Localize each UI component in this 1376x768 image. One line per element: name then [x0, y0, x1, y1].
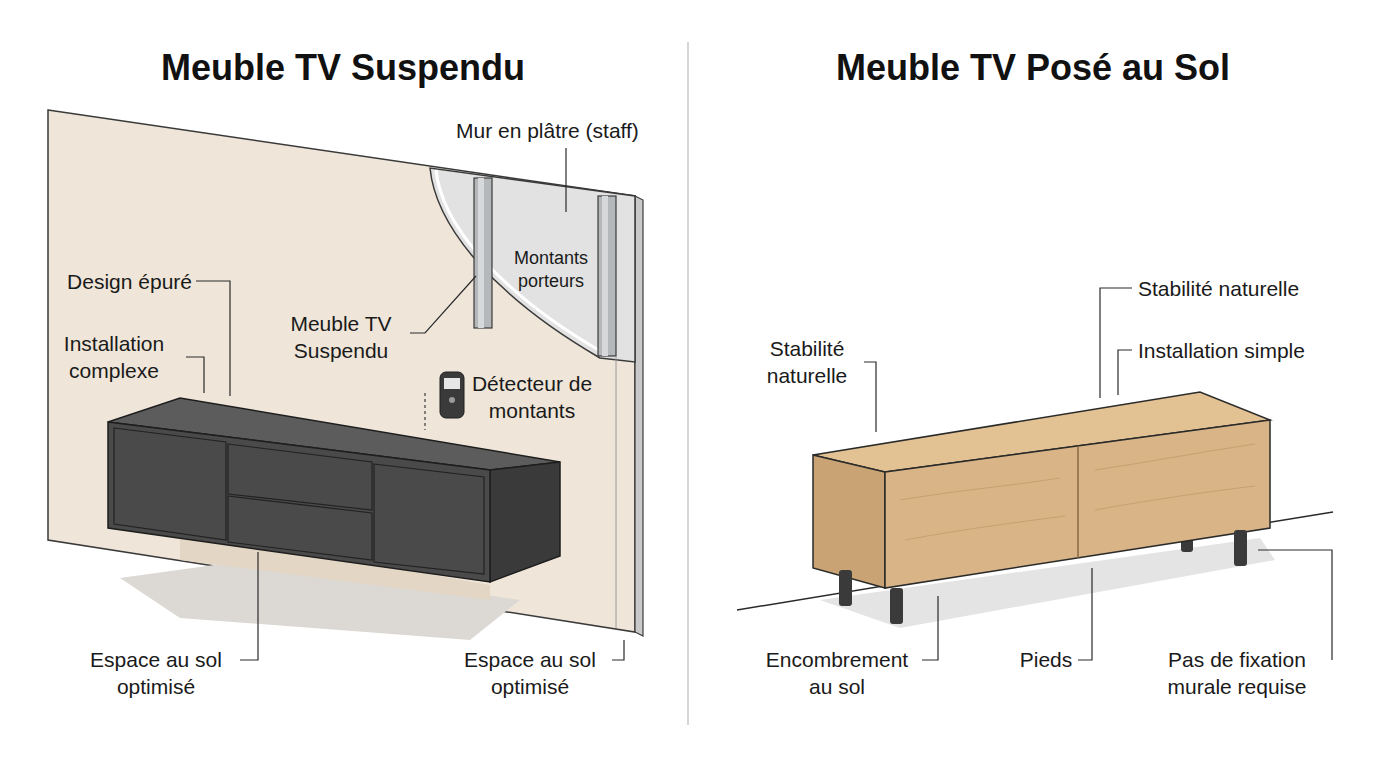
callout-label: Design épuré: [30, 268, 192, 295]
leader-line: [612, 640, 624, 660]
wall-stud: [598, 196, 616, 356]
callout-label: Espace au sol optimisé: [450, 646, 610, 701]
leader-line: [196, 281, 230, 396]
detector-line: [424, 393, 425, 430]
wood-grain-line: [1095, 444, 1255, 470]
cabinet-side: [813, 455, 885, 588]
wood-grain-line: [900, 478, 1060, 500]
leader-line: [240, 552, 258, 660]
wall-cutaway: [430, 168, 635, 362]
leader-line: [410, 276, 476, 333]
callout-label: Stabilité naturelle: [752, 335, 862, 390]
wood-grain-line: [905, 516, 1065, 540]
callout-label: Pieds: [1016, 646, 1076, 673]
panel-heading: Meuble TV Suspendu: [143, 45, 543, 92]
cabinet-drawer: [228, 444, 372, 510]
leader-line: [186, 357, 204, 393]
wall-edge: [635, 196, 643, 636]
leader-line: [565, 148, 566, 212]
cabinet-front: [885, 420, 1270, 588]
callout-label: Mur en plâtre (staff): [456, 117, 686, 144]
cabinet-drawer: [228, 496, 372, 560]
panel-divider: [687, 42, 689, 725]
callout-label: Encombrement au sol: [754, 646, 920, 701]
door-split: [1077, 446, 1079, 558]
wall-stud-face: [478, 178, 484, 328]
stud-detector-screen: [444, 378, 460, 389]
leader-line: [1078, 568, 1092, 660]
wood-grain: [900, 444, 1255, 540]
cabinet-door: [114, 428, 226, 540]
cutaway-edge: [436, 170, 602, 352]
leader-line: [1118, 350, 1132, 395]
wall-stud-face: [602, 196, 608, 356]
cabinet-leg: [890, 588, 903, 624]
callout-label: Stabilité naturelle: [1138, 275, 1366, 302]
wood-grain-line: [1095, 486, 1255, 510]
callout-label: Détecteur de montants: [464, 370, 600, 425]
callout-label: Pas de fixation murale requise: [1146, 646, 1328, 701]
leader-lines: [186, 148, 624, 660]
cabinet-leg: [839, 570, 852, 606]
leader-line: [922, 596, 938, 660]
stud-trace: [616, 356, 617, 628]
callout-label: Installation complexe: [45, 330, 183, 385]
leader-line: [864, 362, 876, 432]
cabinet-leg: [1234, 530, 1247, 566]
stud-detector-button: [449, 397, 455, 403]
wall-stud: [474, 178, 492, 328]
callout-label: Installation simple: [1138, 337, 1366, 364]
callout-label: Espace au sol optimisé: [76, 646, 236, 701]
cabinet-side: [490, 462, 560, 582]
cabinet-door: [374, 464, 484, 574]
stud-detector-icon: [440, 372, 464, 418]
panel-heading: Meuble TV Posé au Sol: [833, 45, 1233, 92]
callout-label: Montants porteurs: [500, 247, 602, 294]
callout-label: Meuble TV Suspendu: [272, 310, 410, 365]
leader-line: [1100, 288, 1132, 398]
cabinet-front: [108, 422, 490, 582]
leader-line: [1258, 550, 1332, 660]
